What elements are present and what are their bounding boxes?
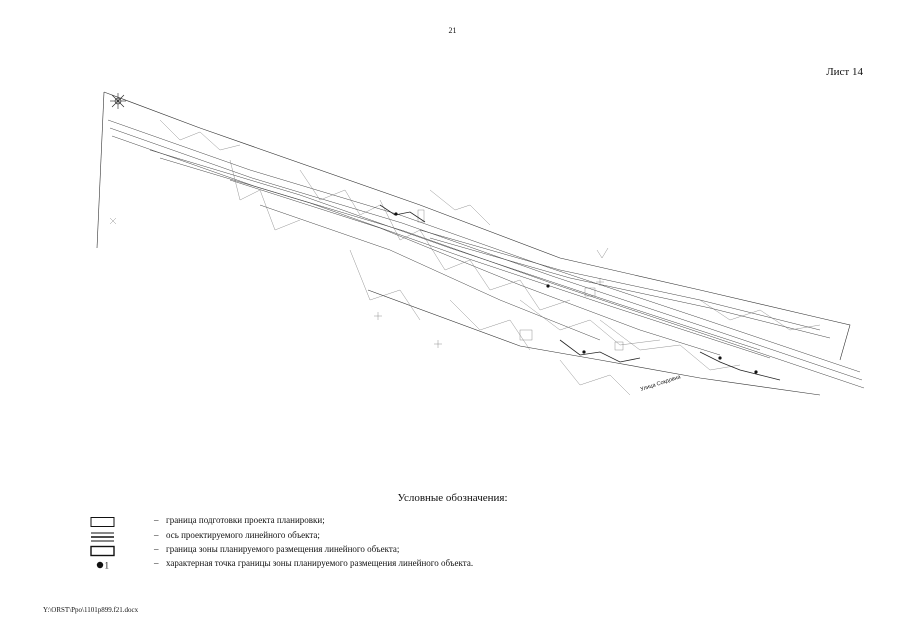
north-arrow-icon	[110, 93, 126, 109]
legend-item-zone-boundary: – граница зоны планируемого размещения л…	[88, 544, 608, 559]
legend-title: Условные обозначения:	[397, 492, 508, 504]
legend-dash: –	[154, 558, 159, 568]
legend-item-characteristic-point: 1 – характерная точка границы зоны плани…	[88, 558, 608, 573]
road-corridor	[107, 119, 865, 389]
footer-file-path: Y:\ORST\Ppo\1101p899.f21.docx	[43, 606, 139, 614]
point-markers	[394, 212, 758, 374]
project-boundary	[96, 91, 851, 396]
point-marker-label: 1	[105, 561, 110, 571]
map-detail-hatching	[109, 119, 821, 396]
sheet-label: Лист 14	[826, 66, 863, 78]
map-dense-features	[379, 204, 781, 381]
legend-text: граница зоны планируемого размещения лин…	[166, 544, 400, 554]
legend-dash: –	[154, 544, 159, 554]
street-label: Улица Сокдовна	[640, 374, 683, 393]
axis-lines-icon	[91, 532, 114, 542]
legend-item-planning-boundary: – граница подготовки проекта планировки;	[88, 515, 608, 530]
legend-text: граница подготовки проекта планировки;	[166, 515, 325, 525]
legend-text: характерная точка границы зоны планируем…	[166, 558, 474, 568]
legend-item-axis: – ось проектируемого линейного объекта;	[88, 530, 608, 545]
legend-dash: –	[154, 530, 159, 540]
zone-rectangle-icon	[90, 545, 115, 557]
legend-text: ось проектируемого линейного объекта;	[166, 530, 320, 540]
rectangle-outline-icon	[90, 517, 115, 527]
point-marker-icon: 1	[96, 561, 110, 571]
page-number: 21	[448, 26, 457, 35]
legend-dash: –	[154, 515, 159, 525]
